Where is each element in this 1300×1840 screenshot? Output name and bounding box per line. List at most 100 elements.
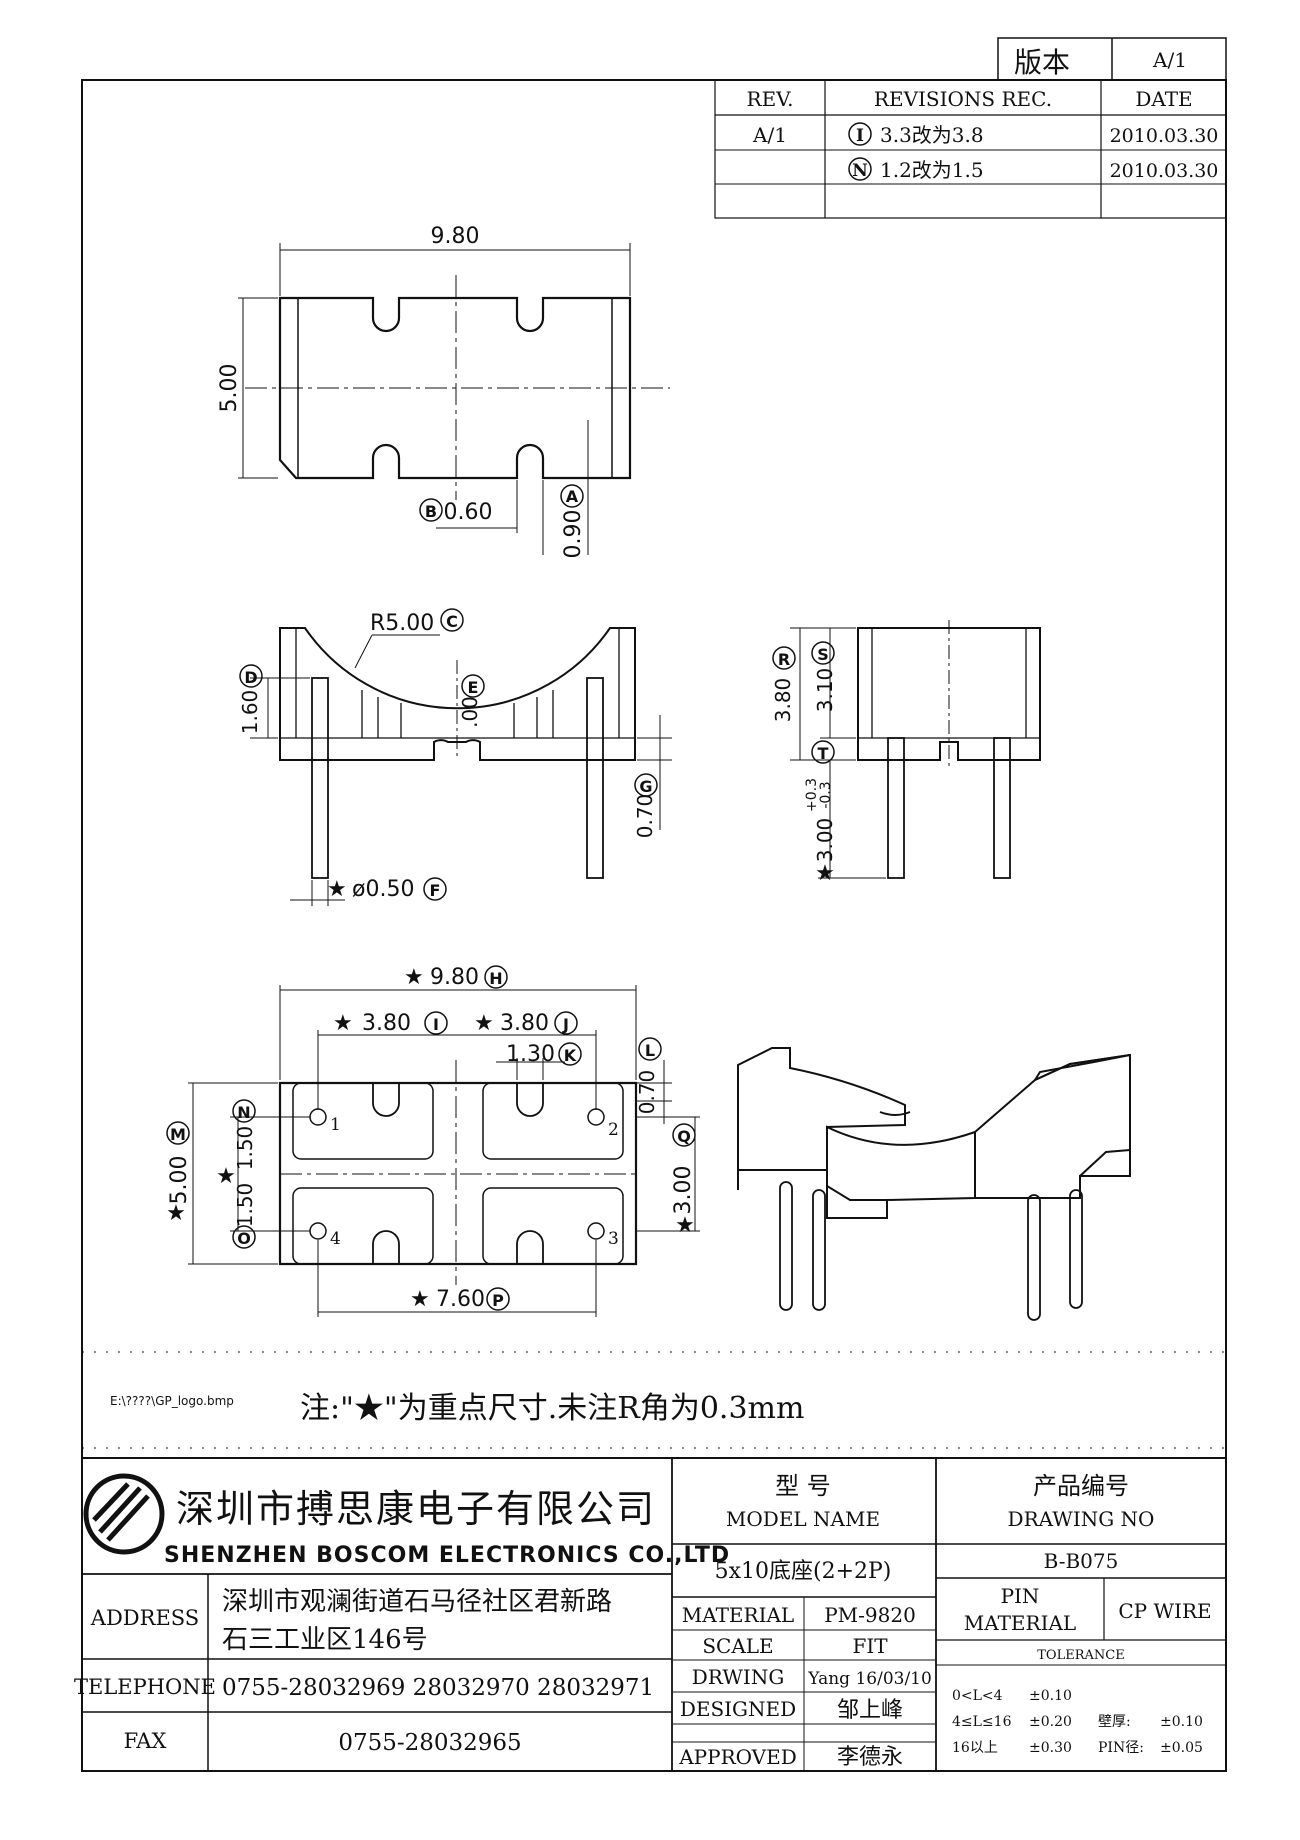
bottom-view: 1 2 3 4 ★ 9.80 H ★ 3.80 I ★ 3.80 J 1.30 … bbox=[166, 965, 700, 1317]
address-line1: 深圳市观澜街道石马径社区君新路 bbox=[222, 1587, 612, 1617]
rev-row2-mark-circle bbox=[848, 157, 872, 181]
drawing-no-label-cn: 产品编号 bbox=[1033, 1472, 1129, 1500]
top-view: 9.80 5.00 B 0.60 A 0.90 bbox=[217, 224, 670, 558]
mark-o: O bbox=[237, 1229, 251, 1248]
pin-material-label2: MATERIAL bbox=[964, 1611, 1076, 1635]
side-pin-left bbox=[887, 737, 905, 879]
pin-material-label1: PIN bbox=[1001, 1584, 1040, 1608]
front-view-body bbox=[279, 627, 636, 761]
rev-row2-text: 1.2改为1.5 bbox=[880, 158, 984, 182]
front-radius-dim: R5.00 bbox=[370, 611, 434, 636]
revisions-table: REV. REVISIONS REC. DATE A/1 I 3.3改为3.8 … bbox=[714, 79, 1227, 219]
i-dim: 3.80 bbox=[362, 1011, 411, 1036]
pad-bottom-right bbox=[482, 1187, 624, 1265]
mark-c-circle bbox=[440, 608, 464, 632]
front-g-dim: 0.70 bbox=[633, 794, 657, 839]
tol-row2-range: 4≤L≤16 bbox=[952, 1714, 1012, 1730]
drawing-no-label-en: DRAWING NO bbox=[1008, 1507, 1155, 1531]
front-pin-dim: ø0.50 bbox=[352, 877, 414, 902]
k-dim: 1.30 bbox=[506, 1042, 555, 1067]
side-view-body bbox=[857, 627, 1041, 761]
pin-label-2: 2 bbox=[608, 1120, 619, 1140]
p-star: ★ bbox=[410, 1287, 430, 1312]
front-pin-star: ★ bbox=[327, 877, 347, 902]
version-value: A/1 bbox=[1152, 48, 1187, 72]
drawing-by-label: DRWING bbox=[692, 1665, 785, 1689]
mark-o-circle bbox=[232, 1225, 256, 1249]
mark-c: C bbox=[446, 612, 458, 631]
mark-p: P bbox=[492, 1291, 504, 1310]
designed-label: DESIGNED bbox=[680, 1697, 796, 1721]
mark-l: L bbox=[645, 1041, 655, 1060]
mark-m-circle bbox=[166, 1121, 190, 1145]
side-pin-star: ★ bbox=[815, 861, 835, 886]
mark-b-circle bbox=[419, 498, 443, 522]
mark-q-circle bbox=[672, 1123, 696, 1147]
mark-f-circle bbox=[423, 877, 447, 901]
rev-row1-mark-circle bbox=[848, 122, 872, 146]
rev-row1-rev: A/1 bbox=[752, 123, 787, 147]
mark-q: Q bbox=[677, 1127, 691, 1146]
side-pin-len: 3.00 bbox=[813, 818, 837, 863]
rev-row1-text: 3.3改为3.8 bbox=[880, 123, 984, 147]
mark-a: A bbox=[566, 487, 579, 506]
h-dim: 9.80 bbox=[430, 965, 479, 990]
p-dim: 7.60 bbox=[436, 1287, 485, 1312]
mark-g: G bbox=[639, 777, 652, 796]
mark-p-circle bbox=[486, 1287, 510, 1311]
top-slot-dim: 0.60 bbox=[444, 500, 493, 525]
mark-i-circle bbox=[424, 1011, 448, 1035]
model-label-en: MODEL NAME bbox=[726, 1507, 880, 1531]
mark-k-circle bbox=[558, 1042, 582, 1066]
mark-b: B bbox=[425, 502, 437, 521]
mark-r: R bbox=[778, 650, 790, 669]
drawing-note: 注:"★"为重点尺寸.未注R角为0.3mm bbox=[300, 1391, 804, 1426]
mark-r-circle bbox=[772, 646, 796, 670]
o-star: ★ bbox=[216, 1164, 236, 1189]
m-dim: 5.00 bbox=[167, 1156, 192, 1205]
sheet-border bbox=[81, 79, 1227, 1772]
company-logo bbox=[83, 1473, 165, 1555]
front-d-dim: 1.60 bbox=[238, 690, 262, 735]
model-label-cn: 型 号 bbox=[775, 1472, 831, 1500]
scale-value: FIT bbox=[852, 1634, 888, 1658]
iso-pin-1 bbox=[779, 1181, 793, 1311]
title-block: 深圳市搏思康电子有限公司 SHENZHEN BOSCOM ELECTRONICS… bbox=[74, 1457, 1226, 1771]
tol-row1-value: ±0.10 bbox=[1029, 1688, 1072, 1704]
rev-header: REV. bbox=[747, 87, 794, 111]
mark-h-circle bbox=[484, 965, 508, 989]
o-dim-lower: 1.50 bbox=[233, 1183, 257, 1228]
approved-label: APPROVED bbox=[678, 1745, 797, 1769]
front-pin-right bbox=[586, 677, 604, 879]
rev-row2-mark: N bbox=[852, 161, 868, 181]
telephone-label: TELEPHONE bbox=[74, 1675, 216, 1699]
iso-pin-3 bbox=[1027, 1194, 1041, 1321]
tol-row3-extra-label: PIN径: bbox=[1098, 1740, 1144, 1756]
material-label: MATERIAL bbox=[682, 1603, 794, 1627]
tolerance-title: TOLERANCE bbox=[1037, 1648, 1124, 1663]
mark-d: D bbox=[244, 668, 257, 687]
top-width-dim: 9.80 bbox=[431, 224, 480, 249]
isometric-view bbox=[737, 1047, 1131, 1321]
drawing-no-value: B-B075 bbox=[1044, 1549, 1119, 1573]
mark-l-circle bbox=[638, 1037, 662, 1061]
mark-a-circle bbox=[560, 484, 584, 508]
q-dim: 3.00 bbox=[671, 1166, 696, 1215]
top-height-dim: 5.00 bbox=[217, 364, 242, 413]
logo-path: E:\????\GP_logo.bmp bbox=[110, 1394, 234, 1408]
mark-s-circle bbox=[811, 641, 835, 665]
side-pin-tol-minus: -0.3 bbox=[818, 781, 834, 808]
mark-g-circle bbox=[634, 773, 658, 797]
pin-hole-1 bbox=[309, 1108, 327, 1126]
pin-hole-3 bbox=[587, 1222, 605, 1240]
date-header: DATE bbox=[1135, 87, 1192, 111]
mark-t: T bbox=[818, 744, 829, 763]
scale-label: SCALE bbox=[702, 1634, 773, 1658]
designed-value: 邹上峰 bbox=[837, 1698, 903, 1723]
front-pin-left bbox=[311, 677, 329, 879]
mark-m: M bbox=[170, 1125, 186, 1144]
side-r-dim: 3.80 bbox=[771, 678, 795, 723]
fax-label: FAX bbox=[124, 1729, 167, 1753]
rec-header: REVISIONS REC. bbox=[874, 87, 1052, 111]
j-dim: 3.80 bbox=[500, 1011, 549, 1036]
